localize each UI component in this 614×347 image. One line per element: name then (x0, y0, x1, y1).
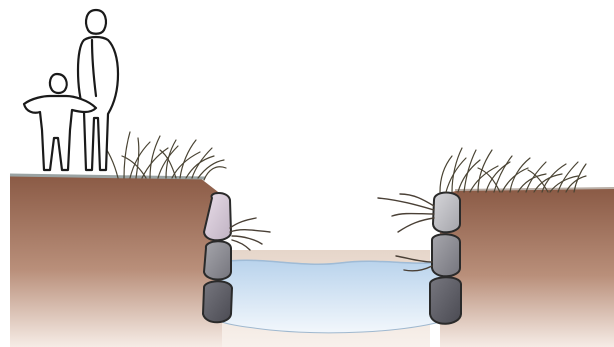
stone (433, 193, 460, 233)
left-bank (10, 175, 222, 347)
right-bank (440, 188, 614, 347)
stone-wall-right (430, 193, 461, 324)
roots-left (230, 218, 270, 250)
stone (203, 281, 232, 322)
adult-figure (78, 10, 118, 170)
stone (432, 234, 460, 276)
grass-tufts-right (440, 148, 586, 192)
stone (204, 241, 231, 279)
grass-tufts-left (100, 132, 226, 180)
stone (430, 277, 461, 324)
